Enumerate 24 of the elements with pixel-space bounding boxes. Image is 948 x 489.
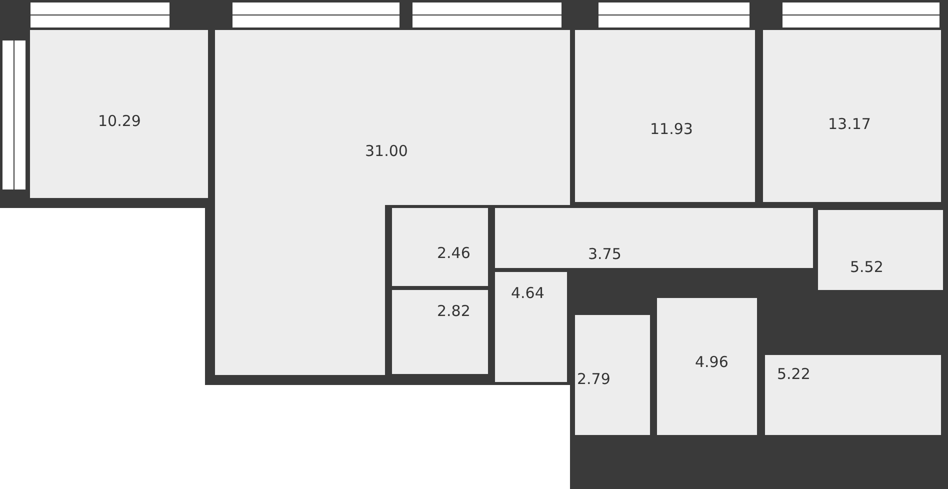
room-area [215, 30, 570, 375]
area-label: 2.46 [437, 244, 470, 262]
room-area [575, 315, 650, 435]
room-area [495, 208, 813, 268]
room-area [818, 210, 943, 290]
area-label: 5.52 [850, 258, 884, 276]
area-label: 31.00 [365, 142, 408, 160]
area-label: 4.64 [511, 284, 544, 302]
room-area [763, 30, 941, 202]
room-area [765, 355, 941, 435]
area-label: 11.93 [650, 120, 693, 138]
room-area [30, 30, 208, 198]
room-area [575, 30, 755, 202]
area-label: 10.29 [98, 112, 141, 130]
area-label: 13.17 [828, 115, 871, 133]
area-label: 2.82 [437, 302, 470, 320]
area-label: 5.22 [777, 365, 810, 383]
room-area [495, 272, 567, 382]
room-area [392, 290, 488, 374]
area-label: 4.96 [695, 353, 728, 371]
area-label: 3.75 [588, 245, 622, 263]
area-label: 2.79 [577, 370, 610, 388]
room-area [657, 298, 757, 435]
room-area [392, 208, 488, 286]
